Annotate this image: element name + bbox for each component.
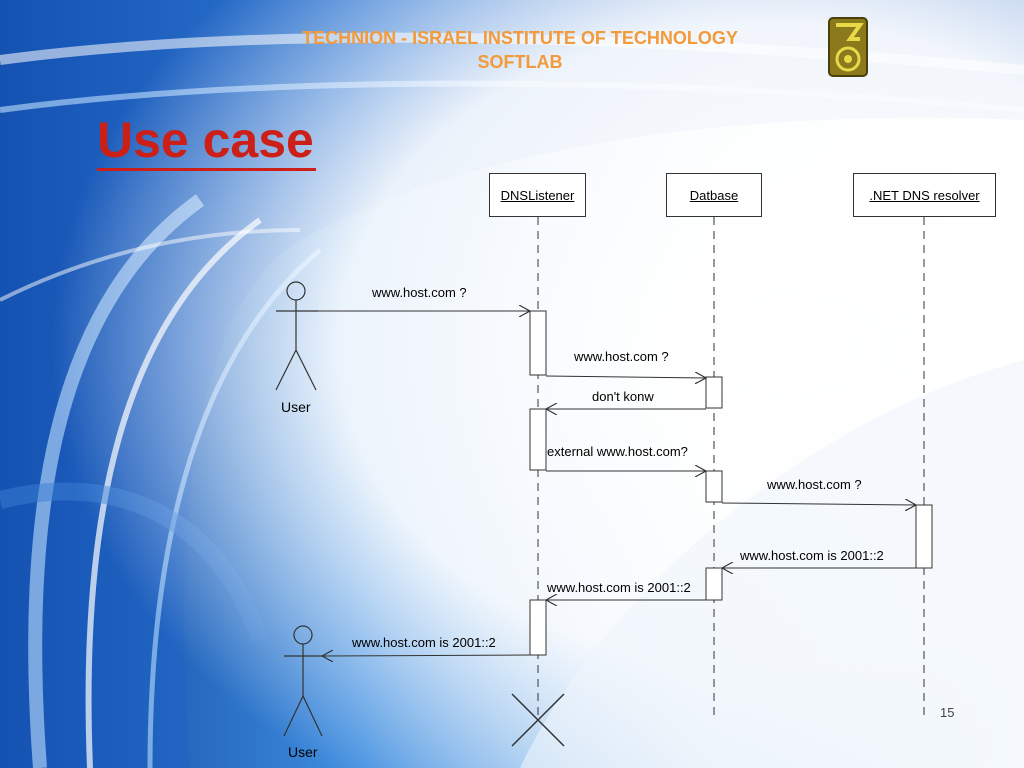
activation-database-1 (705, 376, 723, 409)
message-arrow-8 (322, 655, 531, 656)
header-line-1: TECHNION - ISRAEL INSTITUTE OF TECHNOLOG… (302, 28, 738, 48)
message-label-1: www.host.com ? (372, 285, 467, 300)
actor-user-bottom (283, 625, 323, 737)
activation-database-2 (705, 470, 723, 503)
actor-label-top: User (281, 399, 311, 415)
technion-logo-icon (828, 17, 868, 77)
message-label-2: www.host.com ? (574, 349, 669, 364)
activation-dnslistener-3 (529, 599, 547, 656)
actor-label-bottom: User (288, 744, 318, 760)
destruction-marker-icon (511, 693, 565, 747)
message-label-4: external www.host.com? (547, 444, 688, 459)
message-arrow-5 (721, 503, 916, 505)
message-label-3: don't konw (592, 389, 654, 404)
message-label-7: www.host.com is 2001::2 (547, 580, 691, 595)
activation-database-3 (705, 567, 723, 601)
message-label-6: www.host.com is 2001::2 (740, 548, 884, 563)
message-label-5: www.host.com ? (767, 477, 862, 492)
slide-title: Use case (97, 112, 316, 171)
page-number: 15 (940, 705, 955, 720)
activation-dnslistener-2 (529, 408, 547, 471)
header-line-2: SOFTLAB (477, 52, 563, 72)
message-label-8: www.host.com is 2001::2 (352, 635, 496, 650)
message-arrow-2 (545, 376, 706, 378)
lifeline-dnslistener: DNSListener (489, 173, 586, 217)
activation-resolver-1 (915, 504, 933, 569)
lifeline-resolver: .NET DNS resolver (853, 173, 996, 217)
actor-user-top (275, 281, 318, 391)
lifeline-database: Datbase (666, 173, 762, 217)
activation-dnslistener-1 (529, 310, 547, 376)
institution-header: TECHNION - ISRAEL INSTITUTE OF TECHNOLOG… (200, 26, 840, 74)
